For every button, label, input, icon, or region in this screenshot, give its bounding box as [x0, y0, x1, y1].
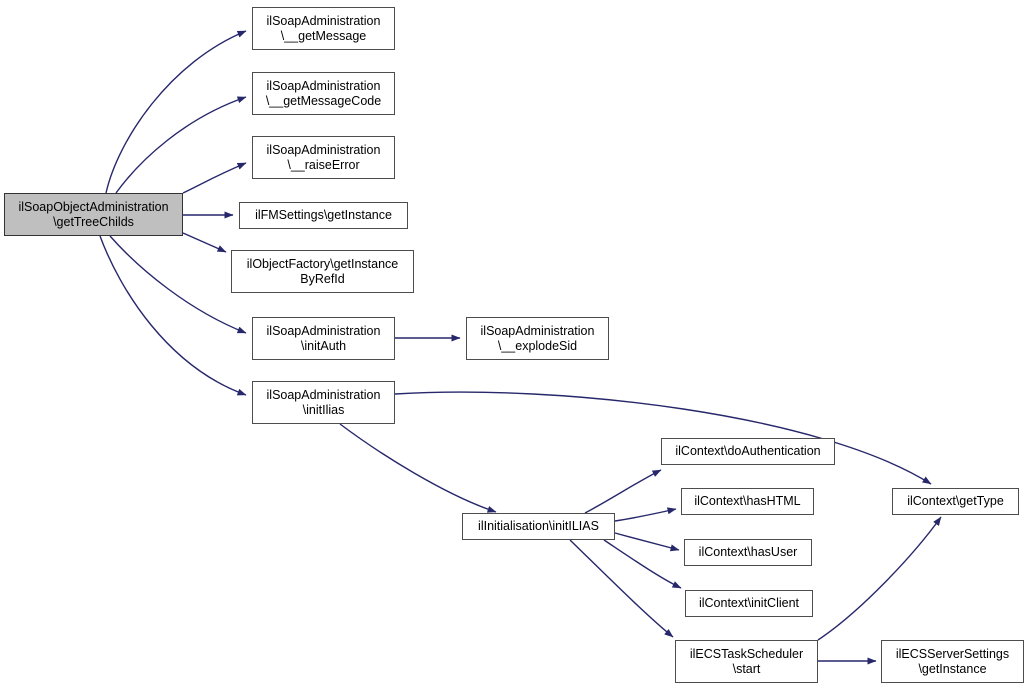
graph-node-label: ilContext\doAuthentication [675, 444, 821, 459]
graph-node-label: ilObjectFactory\getInstance ByRefId [246, 257, 399, 286]
graph-edge-initILIAS-to-initClient [603, 539, 682, 589]
graph-node-label: ilFMSettings\getInstance [255, 208, 392, 223]
graph-node-label: ilSoapAdministration \initIlias [266, 388, 381, 417]
graph-node-label: ilECSServerSettings \getInstance [895, 647, 1010, 676]
graph-node-getType[interactable]: ilContext\getType [892, 488, 1019, 515]
graph-edge-initILIAS-to-hasHTML [614, 507, 677, 522]
graph-node-label: ilContext\hasUser [698, 545, 798, 560]
graph-node-label: ilSoapAdministration \__raiseError [266, 143, 381, 172]
graph-edge-ecsTask-to-getType [817, 516, 942, 641]
graph-node-raiseError[interactable]: ilSoapAdministration \__raiseError [252, 136, 395, 179]
graph-node-label: ilSoapAdministration \__getMessageCode [265, 79, 382, 108]
graph-edge-root-to-getMessage [105, 30, 247, 194]
graph-edge-initIlias-to-initILIAS [339, 423, 497, 513]
graph-edge-root-to-initAuth [109, 235, 247, 334]
graph-edge-root-to-getMessageCode [115, 96, 247, 194]
graph-node-objFactory[interactable]: ilObjectFactory\getInstance ByRefId [231, 250, 414, 293]
graph-node-explodeSid[interactable]: ilSoapAdministration \__explodeSid [466, 317, 609, 360]
graph-edge-root-to-objFactory [182, 232, 227, 253]
graph-node-doAuth[interactable]: ilContext\doAuthentication [661, 438, 835, 465]
graph-node-label: ilContext\initClient [698, 596, 800, 611]
graph-edge-initILIAS-to-hasUser [614, 532, 680, 552]
graph-node-label: ilSoapAdministration \__getMessage [266, 14, 381, 43]
graph-node-initIlias[interactable]: ilSoapAdministration \initIlias [252, 381, 395, 424]
graph-node-getMessage[interactable]: ilSoapAdministration \__getMessage [252, 7, 395, 50]
graph-node-ecsServer[interactable]: ilECSServerSettings \getInstance [881, 640, 1024, 683]
graph-node-label: ilInitialisation\initILIAS [478, 519, 599, 534]
graph-node-hasHTML[interactable]: ilContext\hasHTML [681, 488, 814, 515]
graph-node-label: ilContext\hasHTML [694, 494, 801, 509]
graph-node-fmSettings[interactable]: ilFMSettings\getInstance [239, 202, 408, 229]
graph-node-initClient[interactable]: ilContext\initClient [685, 590, 813, 617]
graph-edge-root-to-initIlias [99, 235, 247, 396]
graph-node-initAuth[interactable]: ilSoapAdministration \initAuth [252, 317, 395, 360]
graph-node-label: ilSoapAdministration \__explodeSid [480, 324, 595, 353]
graph-node-ecsTask[interactable]: ilECSTaskScheduler \start [675, 640, 818, 683]
graph-edge-root-to-raiseError [182, 162, 247, 194]
graph-node-label: ilECSTaskScheduler \start [689, 647, 804, 676]
graph-node-label: ilSoapObjectAdministration \getTreeChild… [18, 200, 169, 229]
graph-node-initILIAS[interactable]: ilInitialisation\initILIAS [462, 513, 615, 540]
graph-node-label: ilSoapAdministration \initAuth [266, 324, 381, 353]
graph-edge-initILIAS-to-ecsTask [569, 539, 674, 638]
graph-node-label: ilContext\getType [907, 494, 1004, 509]
graph-node-hasUser[interactable]: ilContext\hasUser [684, 539, 812, 566]
graph-node-root[interactable]: ilSoapObjectAdministration \getTreeChild… [4, 193, 183, 236]
graph-node-getMessageCode[interactable]: ilSoapAdministration \__getMessageCode [252, 72, 395, 115]
graph-edge-initILIAS-to-doAuth [584, 469, 662, 514]
